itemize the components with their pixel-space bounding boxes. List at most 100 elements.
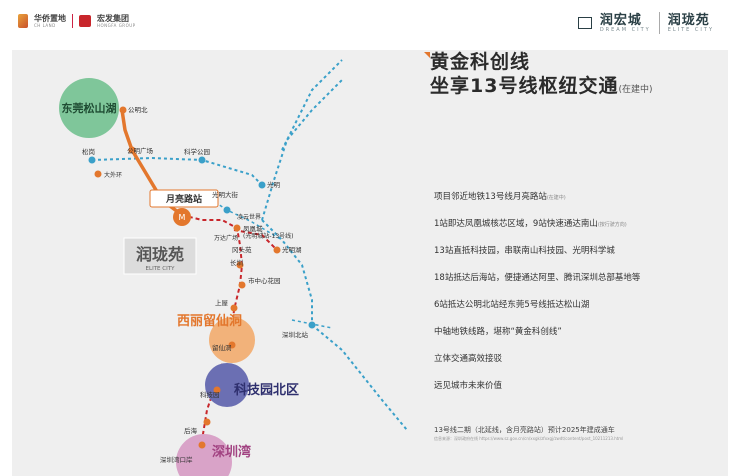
station-dot <box>119 106 127 114</box>
songshan-label: 东莞松山湖 <box>62 101 117 115</box>
list-item-text: 6站抵达公明北站经东莞5号线抵达松山湖 <box>434 300 590 310</box>
list-item: 远见城市未来价值 <box>434 380 724 407</box>
brand-dream-city-en: DREAM CITY <box>599 26 651 33</box>
station-dagang: 大外环 <box>104 171 122 179</box>
station-dot <box>88 156 96 164</box>
feature-list: 项目邻近地铁13号线月亮路站(在建中) 1站即达凤凰城核芯区域，9站快速通达南山… <box>434 191 724 407</box>
accent-mark-icon <box>424 52 430 58</box>
headline-line1: 黄金科创线 <box>430 51 531 73</box>
station-shangwu: 上屋 <box>215 298 229 307</box>
footer-note: 13号线二期（北延线，含月亮路站）预计2025年建成通车 <box>434 426 615 434</box>
metro-line-southeast <box>311 324 408 431</box>
logo-divider <box>72 14 73 28</box>
shenzhenwan-label: 深圳湾 <box>212 444 251 460</box>
station-dot <box>223 206 231 214</box>
yueliang-station-icon <box>173 208 191 226</box>
station-guangmingdajie: 光明大街 <box>212 190 239 199</box>
headline-block: 黄金科创线 坐享13号线枢纽交通(在建中) <box>424 50 720 102</box>
list-item-text: 13站直抵科技园，串联南山科技园、光明科学城 <box>434 246 615 256</box>
station-fenghuangcheng: 凤凰城 <box>243 225 263 233</box>
hongfa-logo-icon <box>79 15 91 27</box>
developer-logos: 华侨置地 CH LAND 宏发集团 HONGFA GROUP <box>18 14 136 28</box>
brand-chland: 华侨置地 <box>34 13 66 23</box>
list-item: 项目邻近地铁13号线月亮路站(在建中) <box>434 191 724 218</box>
list-item: 13站直抵科技园，串联南山科技园、光明科学城 <box>434 245 724 272</box>
metro-line-13 <box>181 214 244 471</box>
station-lingyunshijie: 凌云世界 <box>237 213 261 221</box>
station-keji: 科技园 <box>200 390 220 399</box>
station-dot <box>230 304 238 312</box>
list-item-text: 立体交通高效接驳 <box>434 354 503 364</box>
station-shizhongxinyuan: 市中心花园 <box>248 276 281 285</box>
station-changjun: 长圳 <box>230 258 243 267</box>
metro-line-6 <box>261 79 343 221</box>
list-item-text: 18站抵达后海站，便捷通达阿里、腾讯深圳总部基地等 <box>434 273 641 283</box>
station-markers <box>88 106 316 449</box>
tech-label: 科技园北区 <box>234 382 299 398</box>
brand-hongfa: 宏发集团 <box>97 13 129 23</box>
list-item-note: (按行驶方向) <box>597 222 627 228</box>
metro-map: 东莞松山湖 西丽留仙洞 科技园北区 深圳湾 润珑苑 ELITE CITY 月亮路… <box>59 59 408 476</box>
station-liuxiandong: 留仙洞 <box>212 343 232 352</box>
list-item: 1站即达凤凰城核芯区域，9站快速通达南山(按行驶方向) <box>434 218 724 245</box>
brand-chland-en: CH LAND <box>34 22 56 28</box>
metro-line-south <box>261 219 313 325</box>
project-name: 润珑苑 <box>136 245 184 264</box>
station-dot <box>273 246 281 254</box>
list-item-note: (在建中) <box>546 195 566 201</box>
yueliang-label-box <box>149 189 219 208</box>
station-songgang: 松岗 <box>82 147 95 156</box>
list-item: 立体交通高效接驳 <box>434 353 724 380</box>
header-bar: 华侨置地 CH LAND 宏发集团 HONGFA GROUP 润宏城 DREAM… <box>0 0 740 44</box>
station-dot <box>233 224 241 232</box>
station-gongmingbei: 公明北 <box>128 106 148 114</box>
station-dot <box>203 418 211 426</box>
station-guangminghu: 光明湖 <box>282 245 302 254</box>
dream-city-logo-icon <box>577 17 592 29</box>
project-name-en: ELITE CITY <box>146 266 176 272</box>
list-item: 中轴地铁线路，堪称“黄金科创线” <box>434 326 724 353</box>
brand-divider <box>658 12 660 34</box>
metro-line-13-branch <box>233 229 278 251</box>
station-dot <box>213 386 221 394</box>
station-fenghuang-note: (光明城站-13号线) <box>243 232 293 240</box>
headline-line2-text: 坐享13号线枢纽交通 <box>430 75 619 97</box>
project-badge <box>123 237 197 275</box>
headline-line2: 坐享13号线枢纽交通(在建中) <box>430 74 720 102</box>
chland-logo-icon <box>18 14 28 28</box>
station-dot <box>228 341 236 349</box>
station-dot <box>258 181 266 189</box>
station-guangmingcheng: 光明 <box>267 180 281 189</box>
tech-area <box>205 363 249 407</box>
footer-source: 信息来源：深圳政府在线 https://www.sz.gov.cn/cn/xxg… <box>434 436 624 441</box>
station-dot <box>236 261 244 269</box>
station-dot <box>198 441 206 449</box>
list-item: 6站抵达公明北站经东莞5号线抵达松山湖 <box>434 299 724 326</box>
station-kexuegongyuan: 科学公园 <box>184 147 210 156</box>
songshan-area <box>59 78 119 138</box>
project-logos: 润宏城 DREAM CITY 润珑苑 ELITE CITY <box>577 12 714 34</box>
station-gongmingguangchang: 公明广场 <box>127 146 154 155</box>
xili-area <box>209 317 255 363</box>
station-dot <box>128 146 136 154</box>
station-dot <box>308 321 316 329</box>
station-dot <box>238 281 246 289</box>
list-item-text: 远见城市未来价值 <box>434 381 503 391</box>
metro-line-6-branch <box>281 59 343 151</box>
yueliang-station: 月亮路站 <box>165 193 202 205</box>
brand-elite-city-en: ELITE CITY <box>667 26 714 33</box>
brand-elite-city: 润珑苑 <box>667 12 710 28</box>
station-shenzhenwankou: 深圳湾口岸 <box>160 455 193 464</box>
station-dot <box>94 170 102 178</box>
brand-hongfa-en: HONGFA GROUP <box>97 22 136 28</box>
brand-dream-city: 润宏城 <box>599 12 642 28</box>
station-dot <box>198 156 206 164</box>
xili-label: 西丽留仙洞 <box>177 313 242 329</box>
station-wantaguangchang: 万达广场 <box>214 234 238 242</box>
content-panel: 东莞松山湖 西丽留仙洞 科技园北区 深圳湾 润珑苑 ELITE CITY 月亮路… <box>12 50 728 476</box>
list-item-text: 项目邻近地铁13号线月亮路站 <box>434 192 547 202</box>
headline-note: (在建中) <box>618 85 653 95</box>
list-item: 18站抵达后海站，便捷通达阿里、腾讯深圳总部基地等 <box>434 272 724 299</box>
station-houhai: 后海 <box>184 426 198 435</box>
shenzhenwan-area <box>176 434 232 476</box>
